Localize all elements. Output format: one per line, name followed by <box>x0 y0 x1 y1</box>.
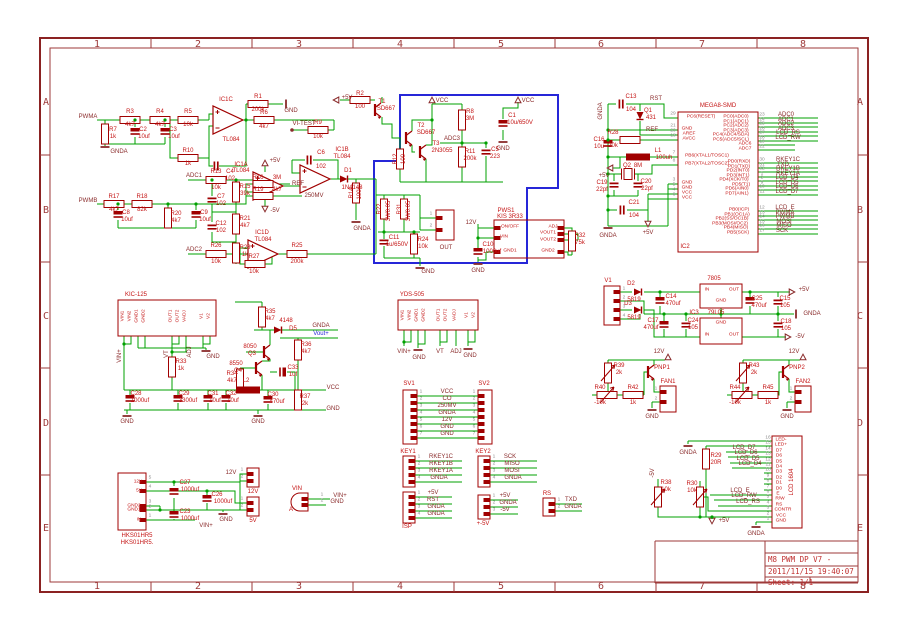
inductor-L2 <box>236 386 260 394</box>
supply-symbols <box>261 96 807 525</box>
potentiometers <box>596 362 753 508</box>
capacitors <box>206 98 784 328</box>
wires-layer <box>97 97 818 525</box>
connector-V1 <box>603 285 621 326</box>
connector-plus-minus-5v <box>477 494 491 520</box>
connector-5v <box>246 496 260 517</box>
resistors-vertical <box>101 109 710 470</box>
title-block <box>654 540 858 584</box>
module-HKS01HR5 <box>117 472 147 531</box>
connector-FAN2 <box>794 385 812 413</box>
lcd-1604 <box>771 435 803 529</box>
opamp-IC1B <box>299 164 331 194</box>
connector-FAN1 <box>659 385 677 413</box>
regulator-IC3 <box>699 317 743 345</box>
resistors-horizontal <box>103 96 779 399</box>
connectors <box>139 209 812 524</box>
ground-symbols <box>99 98 797 528</box>
connector-RS <box>542 497 556 517</box>
mcu-MEGA8-SMD <box>677 111 759 253</box>
title-block-title: M8 PWM DP V7 - <box>768 555 832 564</box>
connector-VIN <box>290 492 309 512</box>
connector-12v <box>246 467 260 488</box>
connector-ISP <box>402 491 416 524</box>
title-block-date: 2011/11/15 19:40:07 <box>768 567 854 576</box>
module-KIC-125 <box>117 299 217 337</box>
opamp-IC1C <box>212 105 244 135</box>
drawing-frame <box>39 37 869 593</box>
connector-KEY2 <box>477 455 491 488</box>
title-block-sheet: Sheet: 1/1 <box>768 578 814 587</box>
test-point-VI-TEST <box>290 128 294 132</box>
junctions <box>116 118 780 519</box>
connector-OUT <box>435 209 455 241</box>
transistors <box>254 101 791 383</box>
connector-SV1 <box>402 389 418 445</box>
inductor-L1 <box>626 153 650 161</box>
regulator-7805 <box>699 283 743 309</box>
connector-KEY1 <box>402 455 416 488</box>
ic-boxes <box>117 111 803 531</box>
crystal-Q2 <box>621 168 635 180</box>
module-PWS1 <box>493 219 565 259</box>
components-layer <box>99 96 812 531</box>
highlight-region <box>373 94 559 264</box>
module-YDS-505 <box>397 299 479 331</box>
